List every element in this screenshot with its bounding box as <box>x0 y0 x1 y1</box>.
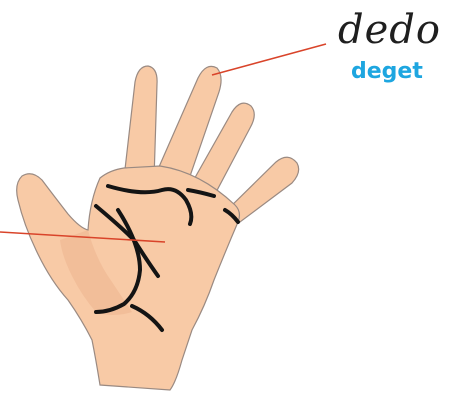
index-finger <box>124 66 157 180</box>
finger-label-native: dedo <box>338 6 458 54</box>
finger-label-translation: deget <box>351 58 451 86</box>
palm <box>17 166 240 390</box>
finger-leader-line <box>212 44 326 75</box>
